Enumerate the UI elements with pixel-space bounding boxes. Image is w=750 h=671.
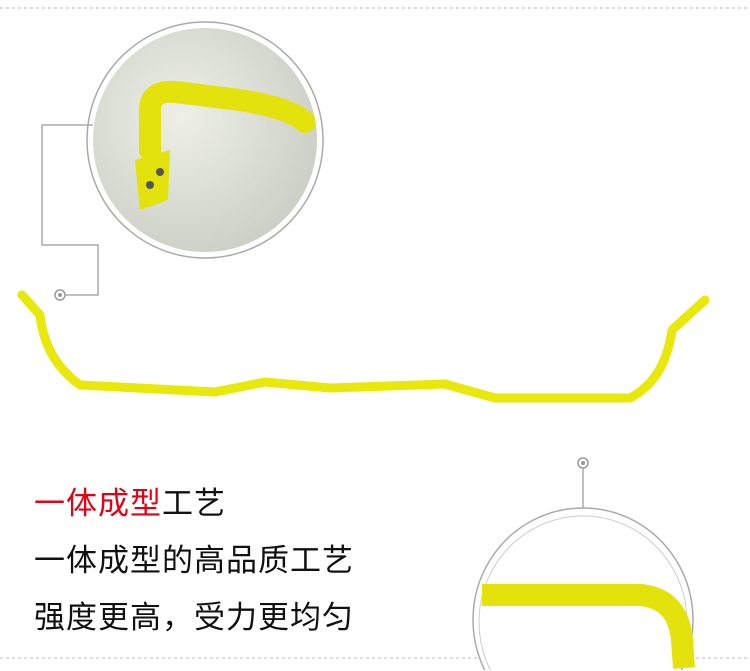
headline-rest: 工艺 bbox=[162, 486, 226, 522]
top-detail-callout bbox=[41, 21, 324, 301]
detail-photo-end-link bbox=[93, 28, 317, 252]
headline: 一体成型工艺 bbox=[34, 486, 226, 522]
bottom-detail-callout bbox=[472, 457, 695, 671]
stabilizer-bar bbox=[17, 290, 710, 403]
headline-highlight: 一体成型 bbox=[34, 486, 162, 522]
feature-line-2: 强度更高，受力更均匀 bbox=[34, 600, 354, 636]
feature-line-1: 一体成型的高品质工艺 bbox=[34, 543, 354, 579]
